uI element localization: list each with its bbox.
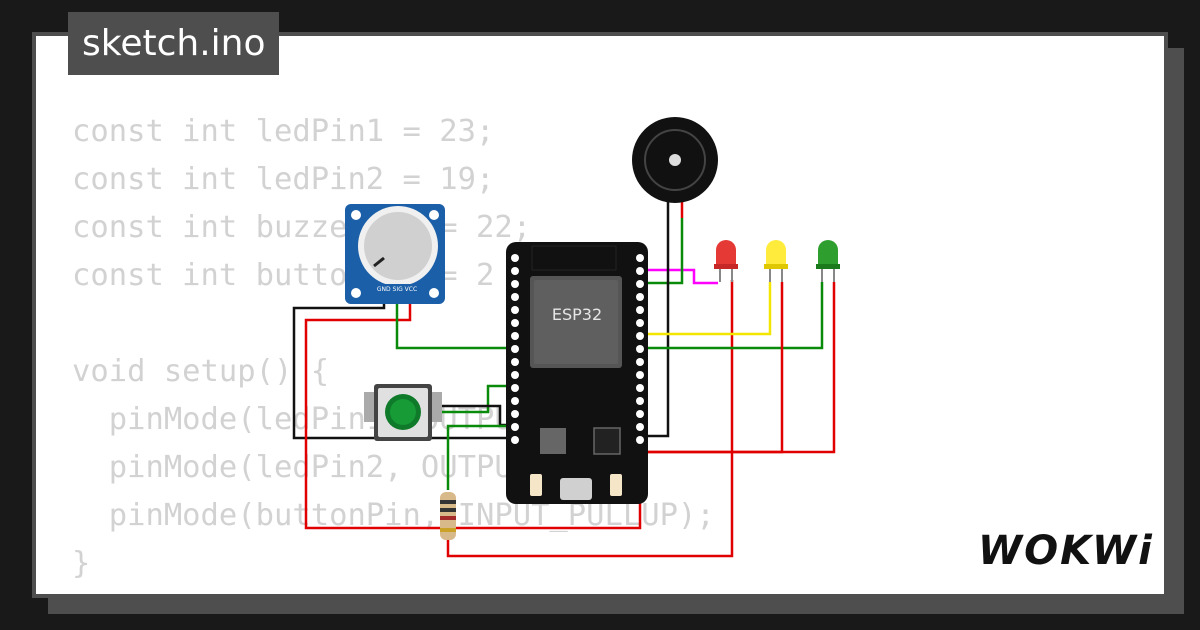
code-line: void setup() { (72, 354, 330, 389)
wire-black (640, 218, 670, 438)
code-line: pinMode(ledPin1, OUTPUT); (72, 402, 568, 437)
wire-green (640, 282, 824, 350)
wire-green (395, 295, 512, 350)
wire-green (640, 218, 684, 285)
wire-magenta (640, 268, 718, 285)
potentiometer: GND SIG VCC (345, 204, 445, 304)
push-button (364, 384, 442, 441)
code-line: const int ledPin1 = 23; (72, 114, 495, 149)
led-yellow (764, 240, 788, 282)
led-green (816, 240, 840, 282)
code-line: pinMode(ledPin2, OUTPUT); (72, 450, 568, 485)
wire-green (436, 384, 512, 414)
esp32-left-pins (511, 254, 519, 444)
code-line: } (72, 546, 91, 581)
code-line: const int ledPin2 = 19; (72, 162, 495, 197)
wire-red (304, 295, 642, 530)
esp32-right-pins (636, 254, 644, 444)
esp32-label: ESP32 (552, 305, 602, 324)
wire-red (640, 282, 784, 454)
wire-red (446, 280, 734, 558)
wire-yellow (640, 282, 772, 336)
resistor (440, 492, 456, 540)
led-red (714, 240, 738, 282)
wire-red (640, 282, 836, 454)
pot-pin-label: GND SIG VCC (377, 286, 417, 293)
file-title-tab: sketch.ino (68, 12, 280, 75)
wokwi-logo: WOKWi (978, 528, 1154, 574)
buzzer (632, 117, 718, 218)
esp32-board: ESP32 (506, 242, 648, 504)
wire-green (446, 424, 512, 490)
